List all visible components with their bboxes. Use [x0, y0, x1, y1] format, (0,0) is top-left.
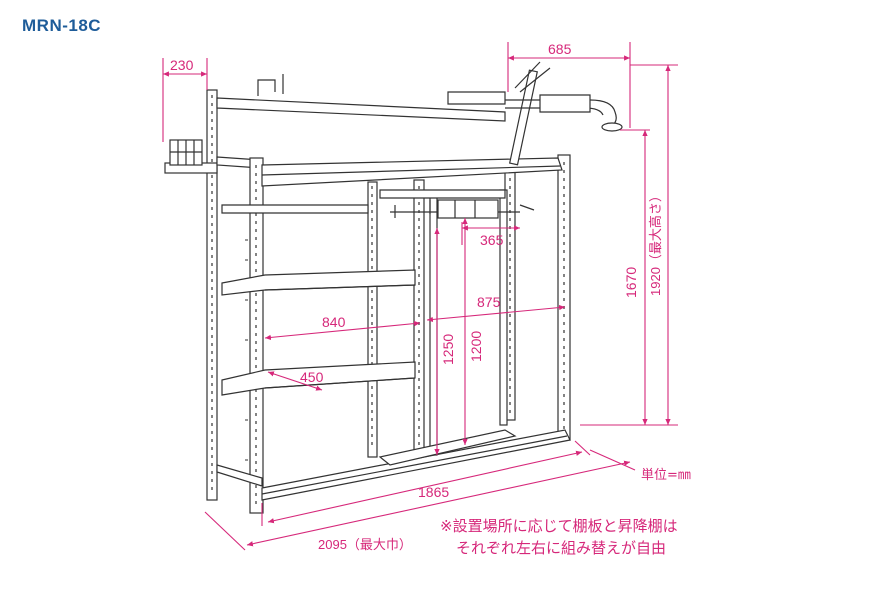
- dim-1250: 1250: [440, 334, 456, 365]
- dim-1670: 1670: [623, 267, 639, 298]
- note-line-1: ※設置場所に応じて棚板と昇降棚は: [440, 517, 678, 535]
- dimension-lines: [162, 42, 678, 551]
- dim-875: 875: [477, 294, 501, 310]
- dim-365: 365: [480, 232, 504, 248]
- unit-label: 単位=㎜: [641, 468, 691, 483]
- dim-1200: 1200: [468, 331, 484, 362]
- dim-840: 840: [322, 314, 346, 330]
- dimension-labels: 230 685 365 840 875 450 1250 1200 1670 1…: [170, 41, 663, 552]
- dim-1865: 1865: [418, 484, 449, 500]
- note: ※設置場所に応じて棚板と昇降棚は それぞれ左右に組み替えが自由: [440, 515, 678, 559]
- note-line-2: それぞれ左右に組み替えが自由: [456, 539, 667, 557]
- model-title: MRN-18C: [22, 16, 102, 35]
- dim-230: 230: [170, 57, 194, 73]
- dim-2095: 2095（最大巾）: [318, 537, 412, 552]
- dim-685: 685: [548, 41, 572, 57]
- dim-450: 450: [300, 369, 324, 385]
- dim-1920: 1920（最大高さ）: [648, 189, 663, 296]
- rack-drawing: [164, 61, 623, 514]
